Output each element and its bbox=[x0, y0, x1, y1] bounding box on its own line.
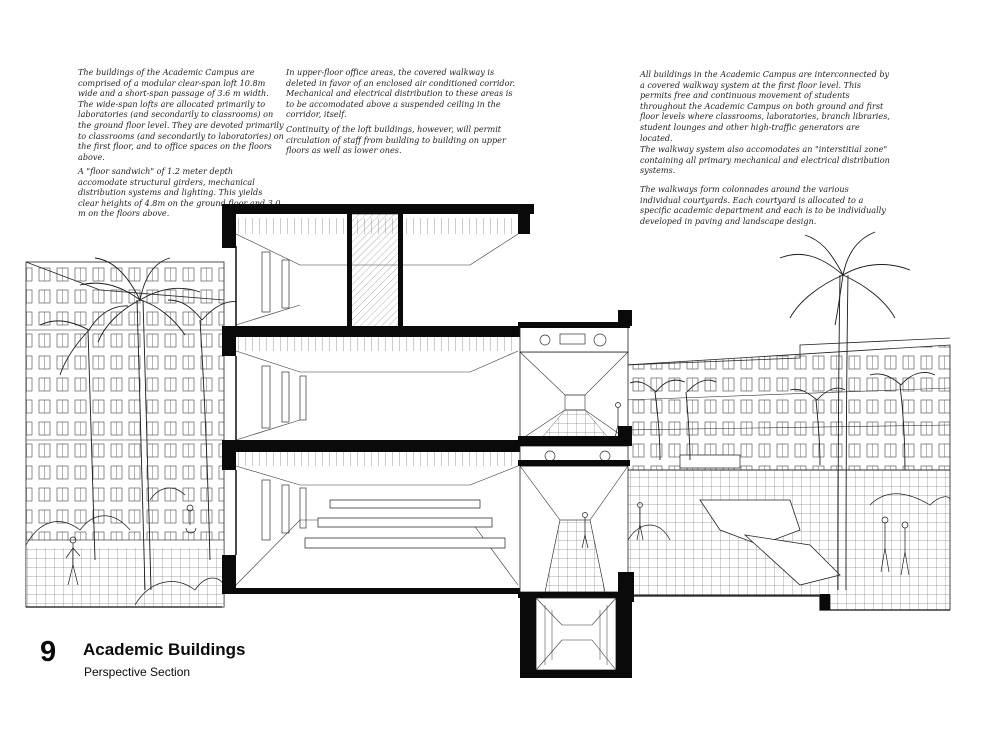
annotation-loft-modules: The buildings of the Academic Campus are… bbox=[78, 67, 284, 162]
figure-subtitle: Perspective Section bbox=[84, 665, 191, 679]
annotation-courtyard-colonnades: The walkways form colonnades around the … bbox=[640, 184, 886, 226]
annotation-staff-circulation: Continuity of the loft buildings, howeve… bbox=[286, 124, 506, 156]
annotation-interstitial-zone: The walkway system also accomodates an "… bbox=[640, 144, 890, 176]
right-palm-trees bbox=[629, 231, 936, 591]
courtyard-paving bbox=[624, 454, 951, 611]
annotation-walkway-system: All buildings in the Academic Campus are… bbox=[640, 69, 890, 143]
utility-tunnel bbox=[520, 597, 632, 678]
left-landscape bbox=[25, 487, 225, 606]
courtyard-figures bbox=[627, 493, 951, 576]
loft-building-section bbox=[222, 204, 534, 594]
left-background-building bbox=[25, 261, 225, 608]
annotation-floor-sandwich: A "floor sandwich" of 1.2 meter depth ac… bbox=[78, 166, 281, 219]
left-palm-trees bbox=[39, 257, 239, 591]
annotation-upper-floor-corridor: In upper-floor office areas, the covered… bbox=[286, 67, 516, 120]
figure-number: 9 bbox=[40, 636, 57, 668]
figure-title: Academic Buildings bbox=[83, 640, 246, 659]
site-edge-poche bbox=[820, 594, 830, 610]
right-courtyard-buildings bbox=[624, 337, 951, 471]
walkway-corridor-section bbox=[518, 310, 634, 602]
